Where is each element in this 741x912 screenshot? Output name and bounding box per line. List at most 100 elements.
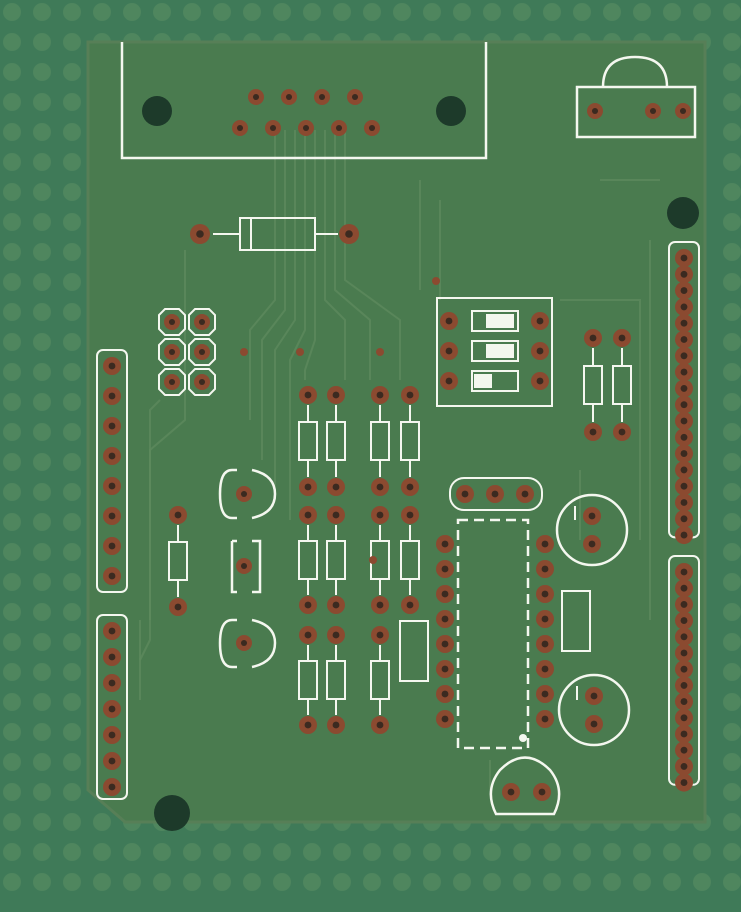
panel-dot — [243, 843, 261, 861]
panel-dot — [723, 303, 741, 321]
pad-hole — [536, 347, 544, 355]
panel-dot — [303, 3, 321, 21]
panel-dot — [3, 33, 21, 51]
mounting-hole — [154, 795, 190, 831]
panel-dot — [513, 843, 531, 861]
panel-dot — [3, 423, 21, 441]
panel-dot — [663, 3, 681, 21]
panel-dot — [423, 873, 441, 891]
panel-dot — [213, 3, 231, 21]
panel-dot — [63, 3, 81, 21]
resistor-3 — [370, 386, 390, 496]
panel-dot — [723, 693, 741, 711]
pad-hole — [108, 482, 116, 490]
pad-hole — [108, 783, 116, 791]
resistor-body — [583, 365, 603, 405]
panel-dot — [363, 843, 381, 861]
panel-dot — [723, 33, 741, 51]
pad-hole — [680, 417, 688, 425]
pad-hole — [591, 107, 599, 115]
pad-hole — [441, 690, 449, 698]
pad-hole — [304, 601, 312, 609]
panel-dot — [663, 843, 681, 861]
resistor-body — [400, 421, 420, 461]
resistor-8 — [400, 506, 420, 614]
pad-hole — [345, 230, 353, 238]
pad-hole — [108, 542, 116, 550]
panel-dot — [63, 153, 81, 171]
panel-dot — [483, 843, 501, 861]
panel-dot — [63, 813, 81, 831]
pad-hole — [108, 653, 116, 661]
panel-dot — [603, 843, 621, 861]
panel-dot — [723, 543, 741, 561]
pad-hole — [376, 601, 384, 609]
pad-hole — [168, 318, 176, 326]
transistor-outline — [489, 756, 561, 816]
via — [432, 277, 440, 285]
panel-dot — [423, 843, 441, 861]
panel-dot — [123, 873, 141, 891]
pad-hole — [252, 93, 260, 101]
diode — [190, 217, 359, 251]
panel-dot — [723, 423, 741, 441]
panel-dot — [333, 873, 351, 891]
panel-dot — [63, 423, 81, 441]
panel-dot — [723, 873, 741, 891]
small-caps — [399, 590, 591, 682]
panel-dot — [393, 843, 411, 861]
pad-hole — [108, 731, 116, 739]
pad-hole — [368, 124, 376, 132]
pad-hole — [680, 303, 688, 311]
pad-hole — [108, 757, 116, 765]
pad-hole — [445, 317, 453, 325]
panel-dot — [693, 843, 711, 861]
pad-hole — [680, 779, 688, 787]
pad-hole — [679, 107, 687, 115]
pad-hole — [269, 124, 277, 132]
pad-hole — [680, 730, 688, 738]
pad-hole — [302, 124, 310, 132]
jumper-octagon — [188, 368, 216, 396]
panel-dot — [453, 843, 471, 861]
resistor-body — [168, 541, 188, 581]
panel-dot — [63, 33, 81, 51]
panel-dot — [33, 813, 51, 831]
panel-dot — [243, 873, 261, 891]
pad-hole — [108, 512, 116, 520]
panel-dot — [63, 483, 81, 501]
resistor-14 — [612, 329, 632, 441]
pad-hole — [541, 715, 549, 723]
pad-hole — [406, 483, 414, 491]
panel-dot — [63, 543, 81, 561]
panel-dot — [483, 873, 501, 891]
panel-dot — [213, 843, 231, 861]
header-left-top — [96, 349, 128, 593]
panel-dot — [3, 363, 21, 381]
ic-pin1-marker — [519, 734, 527, 742]
panel-dot — [543, 873, 561, 891]
pad-hole — [680, 336, 688, 343]
panel-dot — [183, 3, 201, 21]
pad-hole — [680, 698, 688, 706]
cap-body — [561, 590, 591, 652]
panel-dot — [3, 813, 21, 831]
panel-dot — [33, 153, 51, 171]
pad-hole — [441, 715, 449, 723]
panel-dot — [723, 63, 741, 81]
pad-hole — [441, 590, 449, 598]
panel-dot — [633, 873, 651, 891]
pad-hole — [680, 352, 688, 360]
panel-dot — [723, 843, 741, 861]
pad-hole — [541, 590, 549, 598]
pad-hole — [196, 230, 204, 238]
pad-hole — [376, 483, 384, 491]
cap-outline — [230, 539, 262, 594]
panel-dot — [33, 783, 51, 801]
dip-lever — [486, 344, 514, 358]
panel-dot — [273, 3, 291, 21]
panel-dot — [63, 273, 81, 291]
panel-dot — [333, 843, 351, 861]
trace — [324, 130, 346, 380]
